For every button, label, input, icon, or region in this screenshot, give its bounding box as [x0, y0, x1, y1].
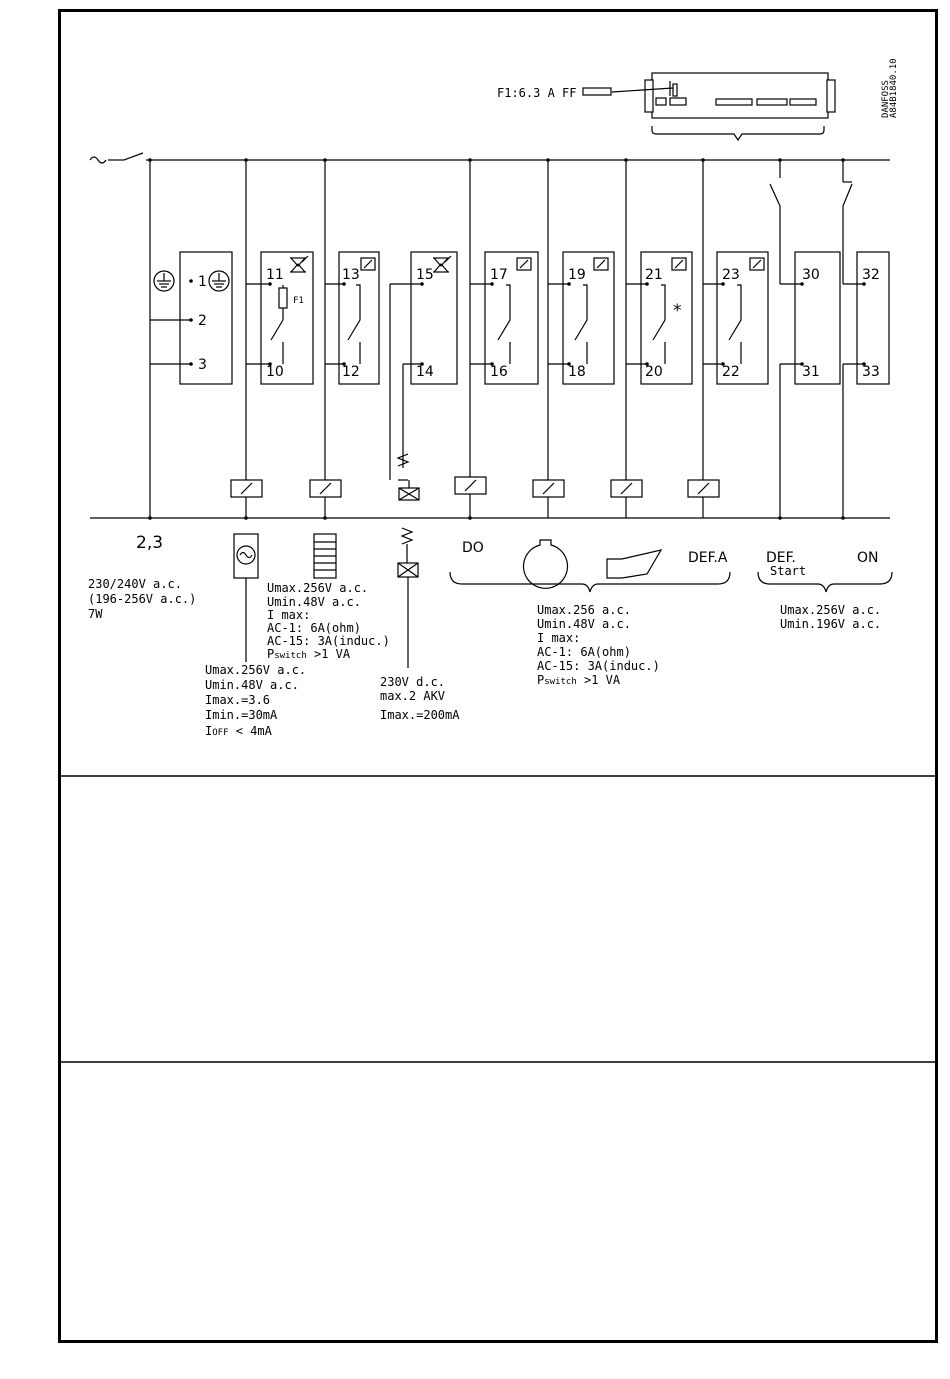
svg-text:15: 15	[416, 267, 434, 283]
svg-text:14: 14	[416, 364, 434, 380]
svg-text:I max:: I max:	[267, 608, 310, 622]
svg-text:DANFOSS: DANFOSS	[881, 80, 891, 118]
terminal-group-32-33: 32 33	[841, 158, 890, 520]
svg-text:IOFF < 4mA: IOFF < 4mA	[205, 724, 273, 738]
svg-text:A84B1840.10: A84B1840.10	[889, 58, 899, 118]
svg-text:Umax.256V a.c.: Umax.256V a.c.	[267, 581, 368, 595]
on-label: ON	[857, 550, 879, 566]
svg-text:Pswitch >1 VA: Pswitch >1 VA	[537, 673, 621, 687]
svg-text:AC-1: 6A(ohm): AC-1: 6A(ohm)	[267, 621, 361, 635]
brand-text: DANFOSS A84B1840.10	[881, 58, 899, 118]
svg-text:Imin.=30mA: Imin.=30mA	[205, 708, 278, 722]
svg-text:31: 31	[802, 364, 820, 380]
valve-spec: 230V d.c. max.2 AKV Imax.=200mA	[380, 675, 460, 722]
fuse-icon	[278, 287, 288, 309]
start-label: Start	[770, 564, 806, 578]
supply-block: 1 2 3	[148, 158, 233, 520]
svg-text:21: 21	[645, 267, 663, 283]
svg-text:1: 1	[198, 274, 207, 290]
inputs-brace	[757, 571, 893, 593]
svg-text:Umin.48V a.c.: Umin.48V a.c.	[267, 595, 361, 609]
terminal-group-30-31: 30 31	[769, 158, 841, 520]
triac-icon	[433, 255, 452, 273]
heater-icon	[313, 533, 337, 579]
heater-spec: Umax.256V a.c. Umin.48V a.c. I max: AC-1…	[267, 581, 390, 661]
svg-text:13: 13	[342, 267, 360, 283]
fan-spec: Umax.256V a.c. Umin.48V a.c. Imax.=3.6 I…	[205, 663, 306, 738]
svg-text:230V d.c.: 230V d.c.	[380, 675, 445, 689]
svg-text:22: 22	[722, 364, 740, 380]
valve-icon	[397, 527, 419, 668]
terminal-group-17-16: 17 16	[454, 158, 539, 518]
do-label: DO	[462, 540, 484, 556]
compressor-icon	[522, 539, 569, 589]
svg-text:Umax.256V a.c.: Umax.256V a.c.	[205, 663, 306, 677]
svg-text:2: 2	[198, 313, 207, 329]
svg-text:7W: 7W	[88, 607, 103, 621]
svg-text:16: 16	[490, 364, 508, 380]
svg-text:230/240V a.c.: 230/240V a.c.	[88, 577, 182, 591]
svg-text:10: 10	[266, 364, 284, 380]
svg-text:3: 3	[198, 357, 207, 373]
svg-text:30: 30	[802, 267, 820, 283]
svg-text:Umax.256 a.c.: Umax.256 a.c.	[537, 603, 631, 617]
svg-text:I max:: I max:	[537, 631, 580, 645]
svg-text:Umin.48V a.c.: Umin.48V a.c.	[205, 678, 299, 692]
svg-text:AC-15: 3A(induc.): AC-15: 3A(induc.)	[267, 634, 390, 648]
alarm-horn-icon	[606, 549, 663, 579]
svg-text:*: *	[673, 301, 682, 321]
outputs-spec: Umax.256 a.c. Umin.48V a.c. I max: AC-1:…	[537, 603, 660, 687]
terminal-group-11-10: 11 10 F1	[230, 158, 314, 518]
terminal-group-21-20: 21 20 *	[610, 158, 693, 518]
fuse-label: F1:6.3 A FF	[497, 86, 576, 100]
outputs-brace	[449, 571, 731, 593]
svg-text:Imax.=3.6: Imax.=3.6	[205, 693, 270, 707]
def-label: DEF.	[766, 550, 796, 566]
inputs-spec: Umax.256V a.c. Umin.196V a.c.	[780, 603, 881, 631]
svg-text:19: 19	[568, 267, 586, 283]
defa-label: DEF.A	[688, 550, 728, 566]
controller-module	[611, 72, 836, 142]
svg-text:20: 20	[645, 364, 663, 380]
supply-spec: 230/240V a.c. (196-256V a.c.) 7W	[88, 577, 196, 621]
terminal-group-19-18: 19 18	[532, 158, 615, 518]
svg-text:23: 23	[722, 267, 740, 283]
svg-text:(196-256V a.c.): (196-256V a.c.)	[88, 592, 196, 606]
mains-rail	[89, 152, 890, 519]
triac-icon	[290, 255, 309, 273]
supply-label: 2,3	[136, 533, 163, 553]
svg-text:Imax.=200mA: Imax.=200mA	[380, 708, 460, 722]
svg-text:32: 32	[862, 267, 880, 283]
fan-icon	[233, 533, 259, 662]
svg-text:F1: F1	[293, 296, 304, 306]
svg-text:18: 18	[568, 364, 586, 380]
svg-text:AC-1: 6A(ohm): AC-1: 6A(ohm)	[537, 645, 631, 659]
svg-text:12: 12	[342, 364, 360, 380]
svg-text:Umin.196V a.c.: Umin.196V a.c.	[780, 617, 881, 631]
svg-text:17: 17	[490, 267, 508, 283]
terminal-group-15-14: 15 14	[389, 251, 458, 501]
svg-text:AC-15: 3A(induc.): AC-15: 3A(induc.)	[537, 659, 660, 673]
svg-text:Pswitch >1 VA: Pswitch >1 VA	[267, 647, 351, 661]
fuse-icon	[582, 87, 612, 96]
svg-text:11: 11	[266, 267, 284, 283]
drawing-frame	[58, 9, 938, 1343]
svg-text:Umin.48V a.c.: Umin.48V a.c.	[537, 617, 631, 631]
terminal-group-23-22: 23 22	[687, 158, 769, 518]
svg-text:Umax.256V a.c.: Umax.256V a.c.	[780, 603, 881, 617]
svg-text:33: 33	[862, 364, 880, 380]
svg-text:max.2 AKV: max.2 AKV	[380, 689, 445, 703]
terminal-group-13-12: 13 12	[309, 158, 380, 518]
